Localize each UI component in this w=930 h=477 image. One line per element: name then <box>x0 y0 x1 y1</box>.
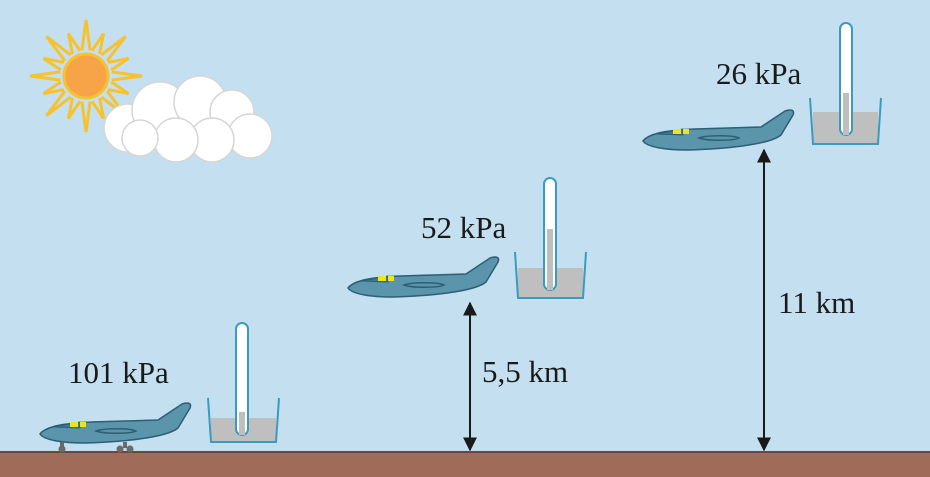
sun-ray <box>107 56 130 72</box>
cloud-icon <box>103 75 273 163</box>
altitude-label-high: 11 km <box>778 285 855 320</box>
pressure-label-mid: 52 kPa <box>421 210 506 245</box>
sun-ray <box>111 70 143 82</box>
sun-ray <box>45 35 72 62</box>
barometer-high-column <box>843 93 849 135</box>
sun-ray <box>45 90 72 117</box>
barometer-high <box>809 22 882 145</box>
sun-ray <box>107 80 130 96</box>
sun-ray <box>42 80 65 96</box>
plane-ground <box>39 402 192 453</box>
altitude-label-mid: 5,5 km <box>482 354 568 389</box>
pressure-label-ground: 101 kPa <box>68 355 169 390</box>
sun-ray <box>42 56 65 72</box>
barometer-ground-column <box>239 411 245 435</box>
landing-gear-icon <box>58 442 134 453</box>
sun-icon <box>29 19 143 133</box>
sun-ray <box>90 32 106 55</box>
barometer-mid-column <box>547 229 553 290</box>
barometer-ground <box>207 322 280 443</box>
sun-ray <box>80 19 92 51</box>
sun-ray <box>66 97 82 120</box>
barometer-mid <box>514 177 587 299</box>
sun-ray <box>80 101 92 133</box>
sun-ray <box>66 32 82 55</box>
sun-ray <box>100 35 127 62</box>
sun-ray <box>29 70 61 82</box>
pressure-label-high: 26 kPa <box>716 56 801 91</box>
sun-ray <box>90 97 106 120</box>
ground <box>0 452 930 477</box>
